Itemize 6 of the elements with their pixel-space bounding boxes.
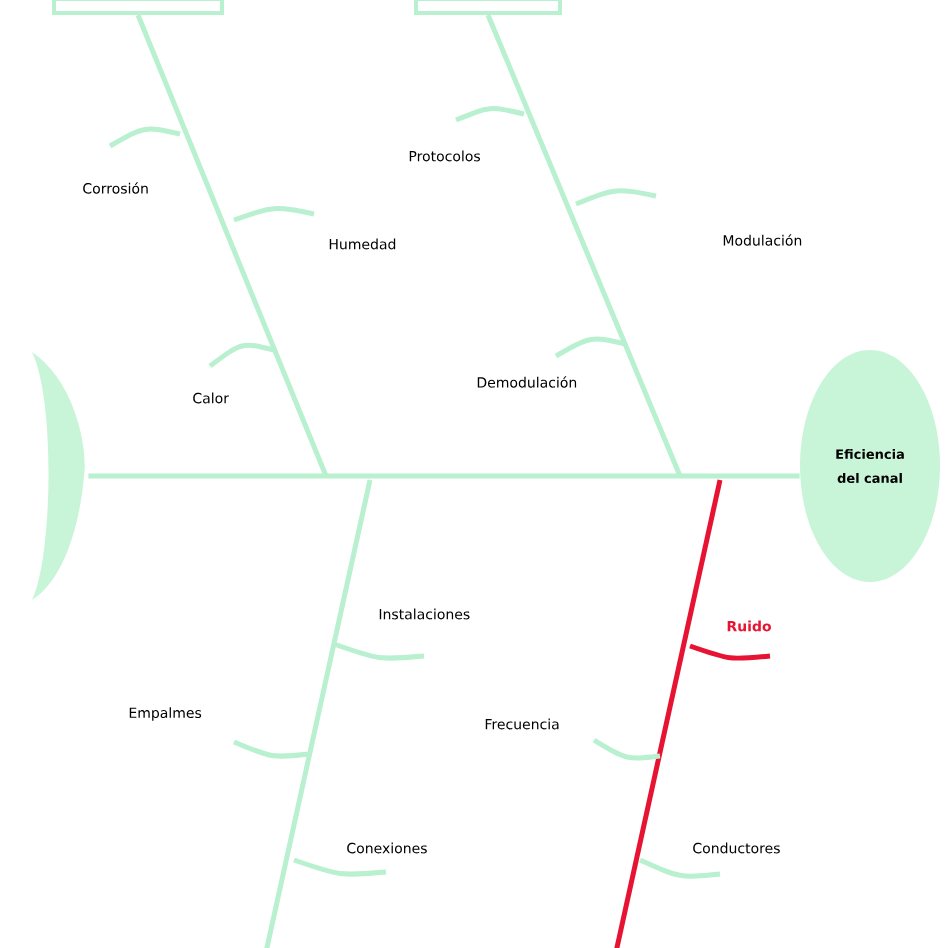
- tail-fin: [32, 352, 85, 600]
- branch-box: [414, 0, 562, 15]
- spine-line: [88, 473, 800, 479]
- branch-box: [52, 0, 224, 15]
- branch-line: [485, 14, 683, 477]
- branch-line: [135, 14, 329, 477]
